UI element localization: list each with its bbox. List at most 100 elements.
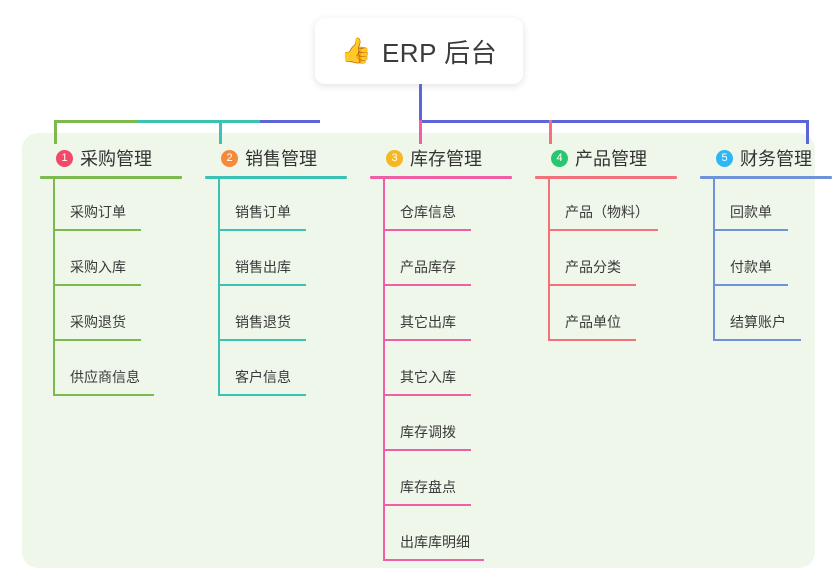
- branch-item-rule: [383, 559, 484, 561]
- branch-title: 财务管理: [740, 149, 812, 169]
- branch-item-rule: [53, 394, 154, 396]
- branch-underline: [370, 176, 512, 179]
- branch-column-库存管理: 3 库存管理仓库信息产品库存其它出库其它入库库存调拨库存盘点出库库明细: [370, 145, 520, 564]
- branch-item[interactable]: 销售订单: [205, 179, 355, 234]
- branch-item-label: 结算账户: [730, 314, 786, 330]
- branch-item-rule: [383, 284, 471, 286]
- branch-item-rule: [53, 229, 141, 231]
- branch-item[interactable]: 销售退货: [205, 289, 355, 344]
- branch-item[interactable]: 采购订单: [40, 179, 190, 234]
- branch-item-label: 销售订单: [235, 204, 291, 220]
- branch-spine: [218, 179, 220, 396]
- branch-item-label: 产品（物料）: [565, 204, 649, 220]
- branch-item-rule: [383, 339, 471, 341]
- branch-drop-line-5: [806, 120, 809, 144]
- branch-item-rule: [383, 449, 471, 451]
- root-node[interactable]: 👍 ERP 后台: [315, 18, 523, 84]
- bus-segment-3: [260, 120, 320, 123]
- branch-title: 产品管理: [575, 149, 647, 169]
- root-drop-line: [419, 84, 422, 122]
- branch-item-rule: [548, 339, 636, 341]
- branch-items: 销售订单销售出库销售退货客户信息: [205, 179, 355, 399]
- branch-header[interactable]: 3 库存管理: [370, 145, 520, 171]
- branch-item-rule: [218, 229, 306, 231]
- branch-item-rule: [383, 504, 471, 506]
- branch-item[interactable]: 其它出库: [370, 289, 520, 344]
- branch-underline: [535, 176, 677, 179]
- branch-item[interactable]: 产品单位: [535, 289, 685, 344]
- branch-item-rule: [53, 339, 141, 341]
- branch-item[interactable]: 结算账户: [700, 289, 839, 344]
- branch-number-badge: 2: [221, 149, 238, 167]
- branch-item-label: 客户信息: [235, 369, 291, 385]
- branch-item-label: 其它入库: [400, 369, 456, 385]
- branch-item[interactable]: 客户信息: [205, 344, 355, 399]
- branch-spine: [383, 179, 385, 561]
- branch-number-badge: 4: [551, 149, 568, 167]
- branch-items: 回款单付款单结算账户: [700, 179, 839, 344]
- branch-item-rule: [218, 339, 306, 341]
- branch-item[interactable]: 其它入库: [370, 344, 520, 399]
- branch-item-label: 采购订单: [70, 204, 126, 220]
- branch-spine: [548, 179, 550, 341]
- branch-underline: [700, 176, 832, 179]
- branch-header[interactable]: 4 产品管理: [535, 145, 685, 171]
- branch-items: 仓库信息产品库存其它出库其它入库库存调拨库存盘点出库库明细: [370, 179, 520, 564]
- bus-segment-4: [420, 120, 809, 123]
- branch-drop-line-2: [219, 120, 222, 144]
- branch-item-label: 产品库存: [400, 259, 456, 275]
- branch-item[interactable]: 销售出库: [205, 234, 355, 289]
- branch-underline: [205, 176, 347, 179]
- branch-item-rule: [53, 284, 141, 286]
- branch-item-label: 出库库明细: [400, 534, 470, 550]
- branch-item-label: 其它出库: [400, 314, 456, 330]
- branch-column-产品管理: 4 产品管理产品（物料） 产品分类产品单位: [535, 145, 685, 344]
- branch-item[interactable]: 供应商信息: [40, 344, 190, 399]
- branch-title: 库存管理: [410, 149, 482, 169]
- branch-item[interactable]: 库存调拨: [370, 399, 520, 454]
- branch-item[interactable]: 产品（物料）: [535, 179, 685, 234]
- diagram-background-panel: [22, 133, 815, 568]
- branch-item-label: 销售退货: [235, 314, 291, 330]
- branch-spine: [53, 179, 55, 396]
- branch-item-rule: [713, 284, 788, 286]
- branch-item[interactable]: 出库库明细: [370, 509, 520, 564]
- branch-item-rule: [218, 394, 306, 396]
- branch-item[interactable]: 仓库信息: [370, 179, 520, 234]
- branch-drop-line-4: [549, 120, 552, 144]
- bus-segment-1: [54, 120, 138, 123]
- branch-item-label: 产品分类: [565, 259, 621, 275]
- branch-item-label: 销售出库: [235, 259, 291, 275]
- branch-number-badge: 1: [56, 149, 73, 167]
- branch-item-rule: [548, 229, 658, 231]
- branch-item[interactable]: 产品库存: [370, 234, 520, 289]
- branch-item-rule: [713, 339, 801, 341]
- branch-item-label: 回款单: [730, 204, 772, 220]
- branch-item-rule: [548, 284, 636, 286]
- branch-underline: [40, 176, 182, 179]
- branch-items: 产品（物料） 产品分类产品单位: [535, 179, 685, 344]
- branch-item-label: 采购入库: [70, 259, 126, 275]
- branch-drop-line-1: [54, 120, 57, 144]
- branch-item[interactable]: 采购入库: [40, 234, 190, 289]
- branch-item[interactable]: 回款单: [700, 179, 839, 234]
- branch-number-badge: 3: [386, 149, 403, 167]
- branch-item[interactable]: 采购退货: [40, 289, 190, 344]
- branch-item[interactable]: 付款单: [700, 234, 839, 289]
- branch-spine: [713, 179, 715, 341]
- branch-item[interactable]: 库存盘点: [370, 454, 520, 509]
- branch-item-label: 付款单: [730, 259, 772, 275]
- root-node-label: ERP 后台: [381, 37, 498, 68]
- branch-item-label: 仓库信息: [400, 204, 456, 220]
- branch-item-label: 供应商信息: [70, 369, 140, 385]
- branch-item-rule: [383, 229, 471, 231]
- branch-item-label: 库存盘点: [400, 479, 456, 495]
- branch-item-rule: [713, 229, 788, 231]
- branch-item[interactable]: 产品分类: [535, 234, 685, 289]
